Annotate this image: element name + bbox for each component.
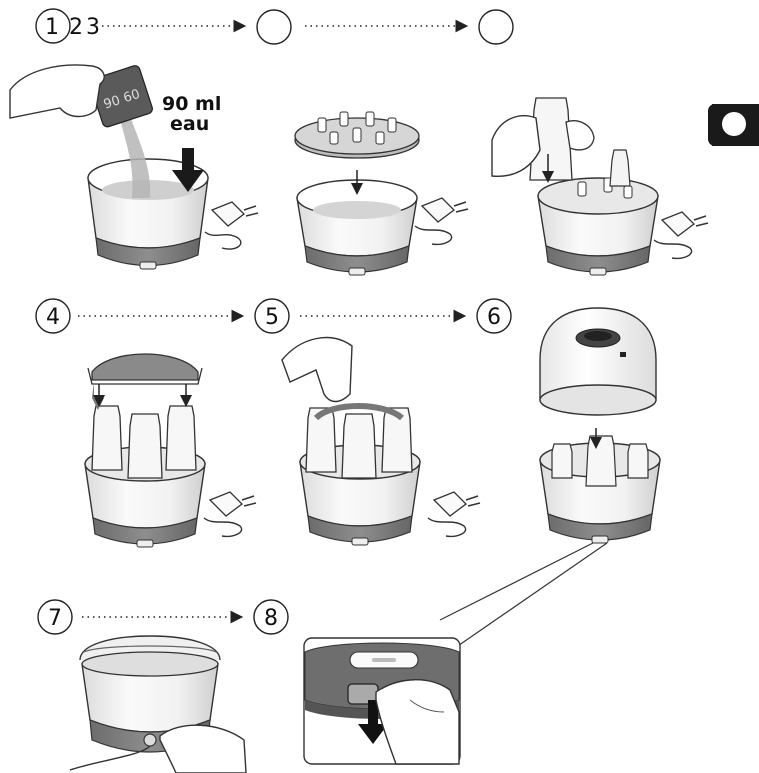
step-4-label: 4 [46, 305, 60, 330]
row1-step-markers: 1 2 3 [36, 9, 513, 44]
hand-illustration [10, 65, 104, 118]
bottle-holder-bar [92, 354, 198, 380]
step-8-label: 8 [264, 606, 278, 631]
panel-place-parts [492, 98, 708, 275]
plug-icon [212, 202, 258, 226]
hand-illustration [160, 725, 246, 773]
step-5-label: 5 [265, 305, 279, 330]
power-button [592, 536, 608, 543]
panel-bottle-holder [85, 354, 256, 547]
plug-icon [422, 198, 468, 222]
step-3-label: 3 [86, 15, 100, 40]
panel-insert-rack [295, 112, 468, 275]
panel-press-switch [304, 638, 460, 764]
plug-icon [434, 492, 480, 516]
step-7-label: 7 [48, 606, 62, 631]
water-amount-label: 90 ml [162, 93, 221, 115]
panel-remove-holder [282, 338, 480, 545]
panel-place-cover [540, 308, 660, 543]
step-marker-blank [257, 10, 291, 44]
plug-icon [662, 212, 708, 236]
step-2-label: 2 [69, 15, 83, 40]
power-socket-icon [144, 734, 156, 746]
plug-icon [210, 492, 256, 516]
hand-illustration [282, 338, 352, 402]
panel-pour-water: 90 60 90 ml eau [10, 64, 258, 269]
zoom-callout-lines [440, 543, 607, 650]
row3-step-markers: 7 8 [38, 600, 288, 634]
step-1-label: 1 [45, 15, 59, 40]
water-amount-unit: eau [170, 113, 209, 135]
step-marker-blank [479, 10, 513, 44]
step-6-label: 6 [487, 305, 501, 330]
row2-step-markers: 4 5 6 [36, 299, 511, 333]
side-tab-badge [708, 104, 759, 146]
panel-plug-in [70, 636, 246, 773]
